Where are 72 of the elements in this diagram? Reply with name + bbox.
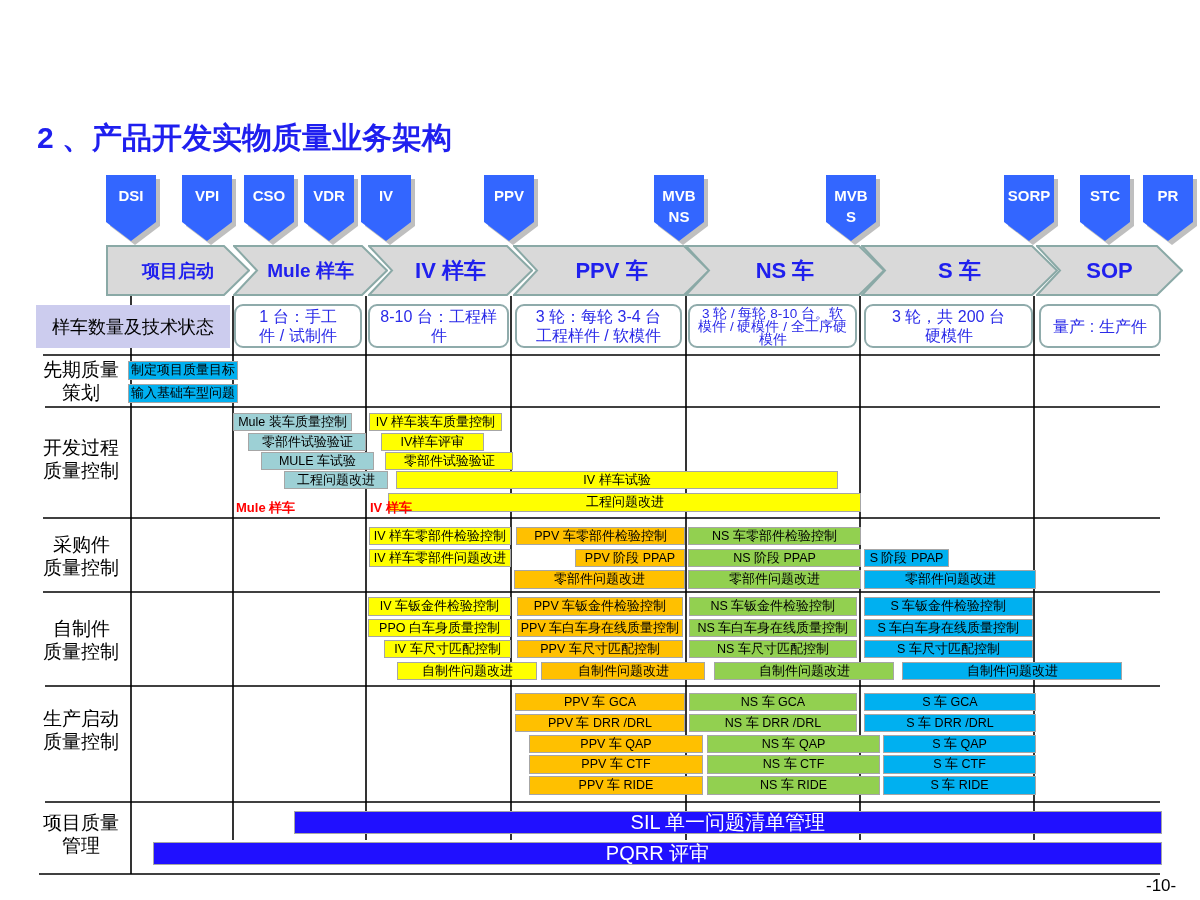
- task-bar: NS 车零部件检验控制: [688, 527, 861, 545]
- task-bar: IV 车尺寸匹配控制: [384, 640, 511, 658]
- task-bar: PPV 车 CTF: [529, 755, 703, 774]
- row-label: 开发过程质量控制: [42, 436, 120, 482]
- task-bar: NS 车 QAP: [707, 735, 880, 753]
- status-box: 3 轮：每轮 3-4 台工程样件 / 软模件: [515, 304, 682, 348]
- task-bar: 自制件问题改进: [902, 662, 1122, 680]
- row-label: 先期质量策划: [42, 358, 120, 404]
- task-bar: PPV 车 DRR /DRL: [515, 714, 685, 732]
- task-bar: PPV 车白车身在线质量控制: [517, 619, 683, 637]
- task-bar: S 阶段 PPAP: [864, 549, 949, 567]
- phase-chevron: 项目启动: [106, 245, 250, 296]
- task-bar: S 车白车身在线质量控制: [864, 619, 1033, 637]
- task-bar: NS 车 RIDE: [707, 776, 880, 795]
- task-bar: IV 车钣金件检验控制: [368, 597, 511, 616]
- task-bar: IV 样车零部件检验控制: [369, 527, 511, 545]
- task-bar: IV 样车试验: [396, 471, 838, 489]
- task-bar: 零部件试验验证: [248, 433, 366, 451]
- task-bar: PPV 车 RIDE: [529, 776, 703, 795]
- task-bar: 零部件问题改进: [514, 570, 685, 589]
- row-header-box: 样车数量及技术状态: [36, 305, 230, 348]
- task-bar: 制定项目质量目标: [128, 361, 238, 380]
- task-bar: PPO 白车身质量控制: [368, 619, 511, 637]
- task-bar: PPV 车尺寸匹配控制: [517, 640, 683, 658]
- row-label: 生产启动质量控制: [42, 707, 120, 753]
- row-label: 项目质量管理: [42, 811, 120, 857]
- task-bar: S 车 QAP: [883, 735, 1036, 753]
- status-box: 3 轮，共 200 台硬模件: [864, 304, 1033, 348]
- task-bar: NS 车尺寸匹配控制: [689, 640, 857, 658]
- task-bar: 输入基础车型问题: [128, 384, 238, 403]
- task-bar: 自制件问题改进: [397, 662, 537, 680]
- phase-chevron: SOP: [1036, 245, 1183, 296]
- task-bar: Mule 装车质量控制: [233, 413, 352, 431]
- status-box: 1 台：手工件 / 试制件: [234, 304, 362, 348]
- task-bar: IV 样车零部件问题改进: [369, 549, 511, 567]
- row-label: 采购件质量控制: [42, 533, 120, 579]
- task-bar: S 车 DRR /DRL: [864, 714, 1036, 732]
- task-bar: PPV 车零部件检验控制: [516, 527, 685, 545]
- task-bar: NS 车白车身在线质量控制: [689, 619, 857, 637]
- task-bar: NS 车 DRR /DRL: [689, 714, 857, 732]
- status-box: 8-10 台：工程样件: [368, 304, 509, 348]
- task-bar: IV样车评审: [381, 433, 484, 451]
- task-bar: NS 车 GCA: [689, 693, 857, 711]
- task-bar: SIL 单一问题清单管理: [294, 811, 1162, 834]
- task-bar: 零部件问题改进: [688, 570, 861, 589]
- task-bar: PPV 车 GCA: [515, 693, 685, 711]
- task-bar: 零部件问题改进: [864, 570, 1036, 589]
- task-bar: 自制件问题改进: [541, 662, 705, 680]
- task-bar: S 车尺寸匹配控制: [864, 640, 1033, 658]
- page-number: -10-: [1146, 877, 1177, 895]
- row-label: 自制件质量控制: [42, 617, 120, 663]
- task-bar: PPV 阶段 PPAP: [575, 549, 685, 567]
- title: 2 、产品开发实物质量业务架构: [37, 120, 453, 156]
- task-bar: NS 车钣金件检验控制: [689, 597, 857, 616]
- task-bar: IV 样车装车质量控制: [369, 413, 502, 431]
- task-bar: S 车 GCA: [864, 693, 1036, 711]
- task-bar: S 车钣金件检验控制: [864, 597, 1033, 616]
- task-bar: S 车 RIDE: [883, 776, 1036, 795]
- status-box: 量产 : 生产件: [1039, 304, 1161, 348]
- task-bar: 自制件问题改进: [714, 662, 894, 680]
- annotation-text: Mule 样车: [236, 500, 296, 515]
- task-bar: PPV 车钣金件检验控制: [517, 597, 683, 616]
- task-bar: 工程问题改进: [284, 471, 388, 489]
- status-box: 3 轮 / 每轮 8-10 台。软模件 / 硬模件 / 全工序硬模件: [688, 304, 857, 348]
- task-bar: NS 车 CTF: [707, 755, 880, 774]
- task-bar: PQRR 评审: [153, 842, 1162, 865]
- task-bar: 零部件试验验证: [385, 452, 513, 470]
- task-bar: MULE 车试验: [261, 452, 374, 470]
- task-bar: PPV 车 QAP: [529, 735, 703, 753]
- phase-chevron: Mule 样车: [233, 245, 388, 296]
- task-bar: S 车 CTF: [883, 755, 1036, 774]
- task-bar: NS 阶段 PPAP: [688, 549, 861, 567]
